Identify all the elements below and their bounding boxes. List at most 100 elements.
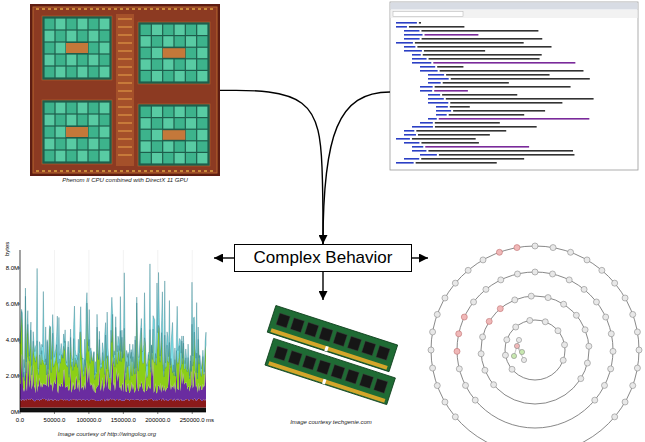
die-pad: [120, 170, 123, 172]
code-text: [417, 46, 551, 48]
code-keyword: [428, 94, 440, 96]
memory-chart-figure: Image courtesy of http://wingolog.org: [0, 240, 214, 438]
die-pad: [144, 8, 147, 10]
code-text: [433, 62, 575, 64]
cache-cell: [175, 118, 185, 128]
graph-dot: [454, 348, 460, 354]
code-text: [450, 102, 562, 104]
graph-dot: [555, 328, 561, 334]
cache-cell: [100, 139, 110, 150]
code-keyword: [396, 42, 413, 44]
code-text: [453, 110, 545, 112]
core-block: [42, 16, 112, 80]
graph-dot: [442, 295, 448, 301]
graph-dot: [502, 352, 508, 358]
die-pad: [150, 170, 153, 172]
die-pad: [42, 170, 45, 172]
box-label: Complex Behavior: [254, 248, 393, 268]
cache-cell: [56, 127, 66, 138]
die-stripe: [118, 82, 132, 84]
cache-cell: [89, 127, 99, 138]
ram-chip: [362, 341, 376, 356]
die-pad: [162, 8, 165, 10]
code-text: [422, 38, 543, 40]
axis-tick-label: 4.0M: [6, 337, 19, 344]
ring: [481, 296, 589, 404]
code-keyword: [428, 74, 444, 76]
die-stripe: [118, 18, 132, 20]
cache-cell: [100, 67, 110, 78]
die-stripe: [118, 114, 132, 116]
code-text: [449, 114, 525, 116]
graph-dot: [512, 297, 518, 303]
ram-chip: [331, 365, 345, 380]
die-pad: [36, 8, 39, 10]
cache-cell: [45, 43, 55, 54]
graph-dot: [465, 267, 471, 273]
graph-dot: [430, 365, 436, 371]
cache-cell: [56, 151, 66, 162]
cache-cell: [152, 25, 162, 35]
cache-cell: [89, 115, 99, 126]
axis-tick-label: 6.0M: [6, 301, 19, 308]
die-pad: [60, 8, 63, 10]
memory-chart-figure-art: [0, 240, 214, 430]
cache-cell: [186, 36, 196, 46]
code-text: [429, 58, 540, 60]
cache-cell: [78, 103, 88, 114]
cache-cell: [67, 139, 77, 150]
cache-cell: [45, 55, 55, 66]
die-stripe: [118, 130, 132, 132]
graph-dot: [442, 399, 448, 405]
code-text: [421, 142, 478, 144]
cache-cell: [67, 115, 77, 126]
graph-dot: [434, 311, 440, 317]
stacked-area: [20, 264, 206, 381]
graph-dot: [497, 306, 503, 312]
code-keyword: [420, 70, 438, 72]
code-toolbar: [391, 10, 638, 18]
ram-chip: [359, 374, 373, 389]
die-stripe: [118, 122, 132, 124]
x-axis: [20, 412, 206, 413]
graph-dot: [456, 331, 462, 337]
process-box: Complex Behavior: [234, 244, 412, 272]
cache-cell: [89, 19, 99, 30]
code-text: [412, 138, 476, 140]
cache-cell: [67, 103, 77, 114]
code-text: [435, 86, 571, 88]
cache-cell: [89, 139, 99, 150]
ram-notch: [322, 379, 326, 385]
cache-cell: [163, 59, 173, 69]
ram-chip: [317, 360, 331, 375]
code-keyword: [420, 90, 432, 92]
tick: [192, 412, 193, 414]
cache-cell: [197, 153, 207, 163]
die-pad: [60, 170, 63, 172]
graph-dot: [504, 337, 510, 343]
cache-cell: [78, 19, 88, 30]
cache-cell: [197, 118, 207, 128]
code-keyword: [404, 134, 416, 136]
graph-dot: [592, 397, 598, 403]
code-text: [415, 42, 524, 44]
cache-cell: [152, 59, 162, 69]
die-pad: [78, 170, 81, 172]
tick: [20, 412, 21, 414]
graph-dot: [612, 280, 618, 286]
cache-cell: [152, 71, 162, 81]
code-keyword: [404, 46, 415, 48]
die-pad: [132, 170, 135, 172]
axis-tick-label: 150000.0: [111, 417, 136, 424]
graph-dot: [483, 286, 489, 292]
code-keyword: [404, 34, 423, 36]
cache-cell: [141, 25, 151, 35]
graph-dot: [560, 357, 566, 363]
code-keyword: [420, 66, 435, 68]
graph-dot: [568, 249, 574, 255]
die-pad: [168, 8, 171, 10]
graph-dot: [514, 271, 520, 277]
graph-dot: [573, 312, 579, 318]
